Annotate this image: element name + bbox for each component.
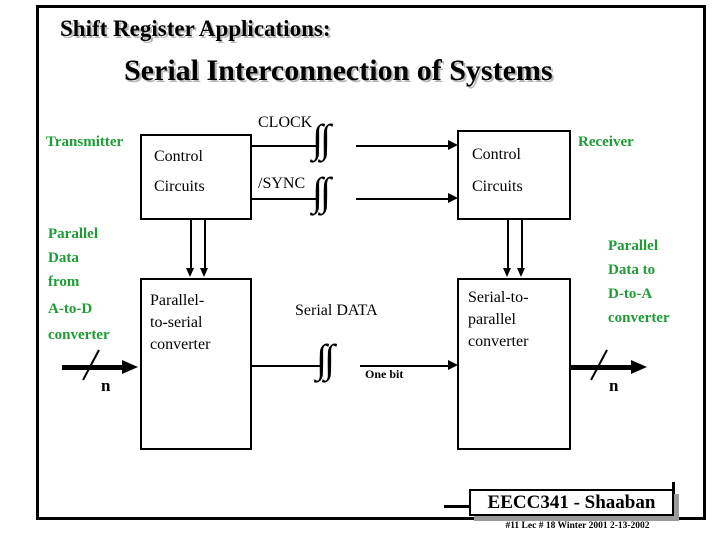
slide-border <box>36 5 706 520</box>
footer-left-rule <box>444 505 484 508</box>
label-serial-data: Serial DATA <box>295 302 378 319</box>
wire-left-ctrl-a <box>190 220 192 270</box>
label-left-source-line3: from <box>48 274 80 290</box>
arrowhead-left-ctrl-a <box>186 268 194 277</box>
label-right-dest-line2: Data to <box>608 262 656 278</box>
label-right-dest-line3: D-to-A <box>608 286 653 302</box>
label-left-source-line2: Data <box>48 250 79 266</box>
wire-sync-left <box>252 198 316 200</box>
left-control-box-line2: Circuits <box>154 178 205 195</box>
s2p-line2: parallel <box>468 311 516 328</box>
break-symbol-serial: ∫∫ <box>316 336 335 381</box>
bus-left-arrowhead <box>122 360 138 374</box>
box-left-control-circuits <box>140 134 252 220</box>
label-receiver: Receiver <box>578 134 634 150</box>
arrowhead-clock <box>448 140 458 150</box>
bus-right-parallel-out <box>571 365 633 370</box>
wire-serial-right <box>360 365 450 367</box>
label-transmitter: Transmitter <box>46 134 124 150</box>
box-right-control-circuits <box>457 130 571 220</box>
break-symbol-clock: ∫∫ <box>312 116 331 161</box>
wire-sync-right <box>356 198 451 200</box>
p2s-line1: Parallel- <box>150 292 205 309</box>
arrowhead-left-ctrl-b <box>200 268 208 277</box>
page-title-primary: Shift Register Applications: <box>60 16 331 41</box>
p2s-line3: converter <box>150 336 211 353</box>
wire-right-ctrl-b <box>521 220 523 270</box>
arrowhead-sync <box>448 193 458 203</box>
label-one-bit: One bit <box>365 367 404 381</box>
p2s-line2: to-serial <box>150 314 203 331</box>
label-sync: /SYNC <box>258 175 306 192</box>
break-symbol-sync: ∫∫ <box>312 169 331 214</box>
label-clock: CLOCK <box>258 114 313 131</box>
wire-clock-right <box>356 145 451 147</box>
s2p-line1: Serial-to- <box>468 289 529 306</box>
wire-serial-left <box>252 365 322 367</box>
arrowhead-right-ctrl-b <box>517 268 525 277</box>
bus-right-width-label: n <box>609 376 619 395</box>
bus-left-width-label: n <box>101 376 111 395</box>
label-left-source-line1: Parallel <box>48 226 98 242</box>
box-serial-to-parallel <box>457 278 571 450</box>
label-right-dest-line1: Parallel <box>608 238 658 254</box>
box-parallel-to-serial <box>140 278 252 450</box>
s2p-line3: converter <box>468 333 529 350</box>
arrowhead-right-ctrl-a <box>503 268 511 277</box>
label-right-dest-line4: converter <box>608 310 670 326</box>
left-control-box-line1: Control <box>154 148 203 165</box>
wire-clock-left <box>252 145 316 147</box>
right-control-box-line1: Control <box>472 146 521 163</box>
right-control-box-line2: Circuits <box>472 178 523 195</box>
page-title-secondary: Serial Interconnection of Systems <box>124 54 553 87</box>
label-left-source-line5: converter <box>48 327 110 343</box>
bus-left-parallel-in <box>62 365 124 370</box>
footer-subtitle: #11 Lec # 18 Winter 2001 2-13-2002 <box>505 521 650 531</box>
footer-banner: EECC341 - Shaaban <box>469 489 674 516</box>
arrowhead-serial <box>448 360 458 370</box>
bus-right-arrowhead <box>631 360 647 374</box>
label-left-source-line4: A-to-D <box>48 301 93 317</box>
wire-right-ctrl-a <box>507 220 509 270</box>
wire-left-ctrl-b <box>204 220 206 270</box>
